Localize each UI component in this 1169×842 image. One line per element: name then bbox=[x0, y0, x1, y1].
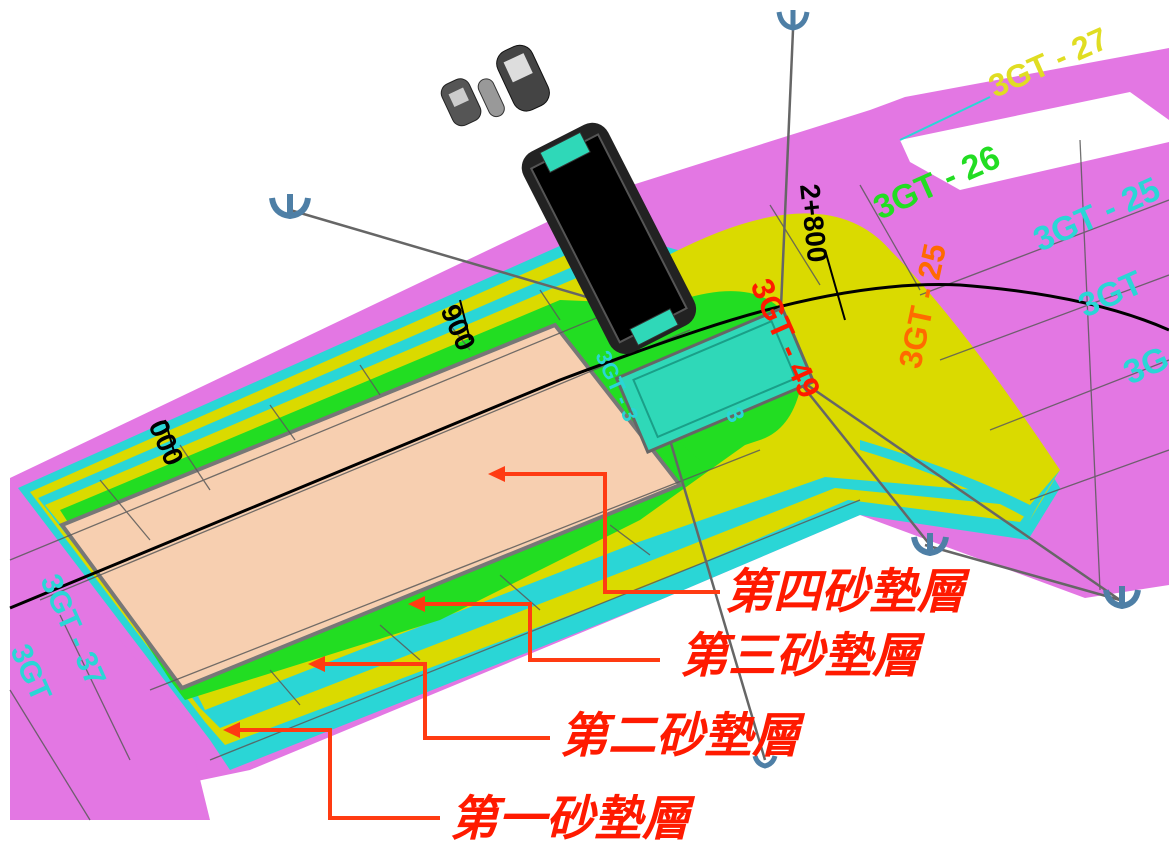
black-barge bbox=[521, 122, 697, 354]
anchor-icon bbox=[752, 755, 778, 769]
sand-work-area bbox=[58, 322, 684, 691]
workboat-icon bbox=[477, 78, 505, 118]
cyan-work-barge bbox=[614, 306, 816, 454]
sand-mat-left-tip bbox=[10, 478, 210, 820]
curve-yellow bbox=[650, 213, 1060, 520]
leader-arrows bbox=[230, 472, 720, 820]
chainage-ticks bbox=[164, 249, 846, 456]
tugboat-icon bbox=[496, 44, 550, 112]
label-layer2: 第二砂墊層 bbox=[560, 708, 806, 764]
label-layer3: 第三砂墊層 bbox=[680, 628, 926, 684]
grid-lines bbox=[9, 139, 1169, 821]
label-layer1: 第一砂墊層 bbox=[450, 791, 696, 842]
white-gap-strip bbox=[900, 92, 1169, 190]
anchor-icon bbox=[911, 533, 949, 557]
arrowheads bbox=[223, 466, 505, 738]
leader-line-gt27 bbox=[899, 96, 991, 141]
tugboat-icon bbox=[440, 78, 482, 127]
anchor-icon bbox=[1103, 586, 1141, 610]
label-layer4: 第四砂墊層 bbox=[725, 564, 971, 620]
anchor-icon bbox=[269, 194, 311, 220]
anchor-icon bbox=[776, 10, 810, 31]
curve-cyan-edge bbox=[860, 440, 1060, 520]
alignment-line bbox=[9, 283, 1169, 610]
